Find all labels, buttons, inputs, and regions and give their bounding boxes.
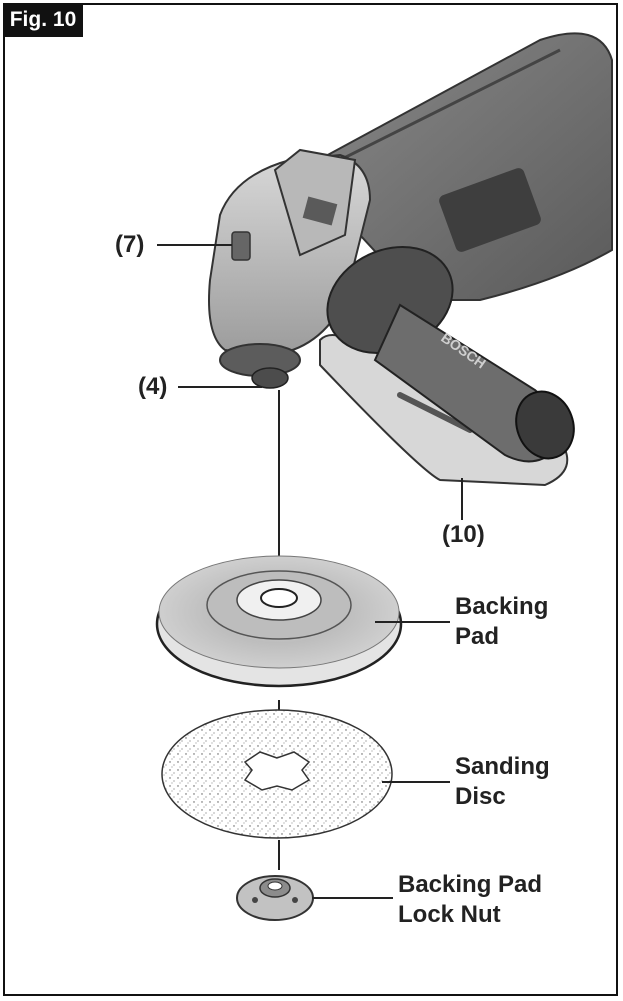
callout-lock-nut-line1: Backing Pad bbox=[398, 871, 543, 898]
callout-sanding-disc-line1: Sanding bbox=[455, 753, 550, 780]
auxiliary-handle: BOSCH bbox=[326, 246, 575, 463]
figure-frame bbox=[3, 3, 618, 996]
callout-sanding-disc: Sanding Disc bbox=[455, 752, 550, 812]
callout-spindle-lock: (7) bbox=[115, 231, 145, 258]
grinder-body bbox=[298, 32, 613, 301]
disc-center-hole bbox=[243, 751, 311, 791]
guard-slot bbox=[397, 392, 473, 433]
spindle bbox=[251, 367, 289, 389]
callout-lock-nut: Backing Pad Lock Nut bbox=[398, 870, 542, 930]
lock-nut bbox=[236, 875, 314, 921]
callout-sanding-disc-line2: Disc bbox=[455, 783, 506, 810]
callout-backing-pad-line1: Backing bbox=[455, 593, 549, 620]
callout-backing-pad: Backing Pad bbox=[455, 592, 548, 652]
callout-guard-plate: (10) bbox=[442, 521, 485, 548]
callout-spindle: (4) bbox=[138, 373, 168, 400]
spindle-lock-button bbox=[231, 231, 251, 261]
callout-lock-nut-line2: Lock Nut bbox=[398, 901, 501, 928]
callout-backing-pad-line2: Pad bbox=[455, 623, 500, 650]
backing-pad bbox=[155, 555, 403, 688]
sanding-disc bbox=[161, 709, 393, 839]
figure-label: Fig. 10 bbox=[3, 3, 83, 37]
